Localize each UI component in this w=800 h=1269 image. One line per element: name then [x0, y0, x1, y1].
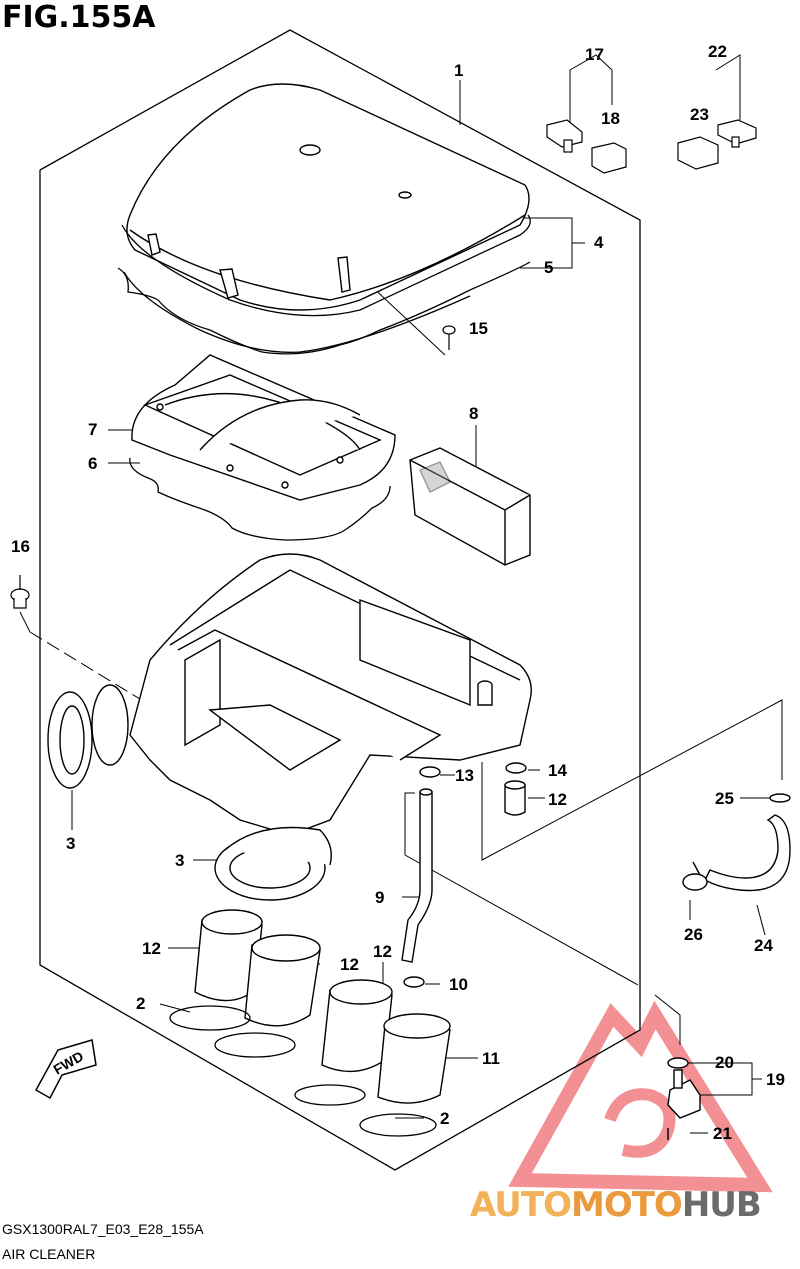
callout-12-c: 12	[373, 942, 392, 961]
callout-21: 21	[713, 1124, 732, 1143]
outlet-tubes	[194, 909, 451, 1104]
callout-11: 12	[548, 790, 567, 809]
callout-24: 24	[754, 936, 773, 955]
callout-12-a: 12	[142, 939, 161, 958]
figure-caption: AIR CLEANER	[2, 1246, 96, 1262]
element-seal	[129, 457, 391, 541]
hose-clamps	[169, 1005, 437, 1137]
element-frame	[131, 354, 396, 501]
callout-12-b: 12	[340, 955, 359, 974]
figure-title: FIG.155A	[2, 0, 156, 35]
callout-14: 14	[548, 761, 567, 780]
callout-2-right: 2	[440, 1109, 449, 1128]
callout-25: 25	[715, 789, 734, 808]
cover-seal	[117, 214, 531, 355]
callout-3-left: 3	[66, 834, 75, 853]
assembly-boundary	[39, 29, 641, 1171]
callout-3-bottom: 3	[175, 851, 184, 870]
screw-15	[442, 325, 456, 350]
callout-18: 18	[601, 109, 620, 128]
watermark-part-2: MOTO	[570, 1185, 683, 1225]
callout-15: 15	[469, 319, 488, 338]
filter-element	[409, 447, 531, 566]
watermark-logo-icon	[508, 1000, 773, 1193]
intake-rubber-left	[47, 684, 129, 789]
watermark-part-3: HUB	[681, 1185, 762, 1225]
reference-code: GSX1300RAL7_E03_E28_155A	[2, 1221, 204, 1237]
callout-8: 8	[469, 404, 478, 423]
bolt-16	[10, 575, 30, 609]
callout-7: 7	[88, 420, 97, 439]
callout-12-d: 11	[482, 1049, 500, 1068]
intake-rubber-bottom	[214, 826, 332, 901]
valve-assembly	[667, 1057, 701, 1140]
callout-23: 23	[690, 105, 709, 124]
air-cleaner-cover	[126, 83, 530, 311]
callout-6: 6	[88, 454, 97, 473]
callout-labels: 1 17 18 22 23 4 5 15 7 6 8 16 13 14 12 2…	[11, 42, 785, 1143]
callout-10: 9	[375, 888, 384, 907]
watermark-text: AUTOMOTOHUB	[470, 1185, 762, 1225]
air-cleaner-case	[129, 553, 532, 836]
callout-17: 17	[585, 45, 604, 64]
callout-26: 26	[684, 925, 703, 944]
callout-2-left: 2	[136, 994, 145, 1013]
callout-1: 1	[454, 61, 463, 80]
callout-13: 13	[455, 766, 474, 785]
callout-5: 5	[544, 258, 553, 277]
fwd-badge: FWD	[34, 1039, 97, 1100]
breather-hose	[682, 793, 791, 892]
callout-16: 16	[11, 537, 30, 556]
callout-19: 19	[766, 1070, 785, 1089]
drain-hose	[401, 762, 527, 988]
callout-4: 4	[594, 233, 604, 252]
callout-9: 10	[449, 975, 468, 994]
watermark-part-1: AUTO	[470, 1185, 572, 1225]
connectors	[546, 119, 757, 174]
callout-20: 20	[715, 1053, 734, 1072]
callout-22: 22	[708, 42, 727, 61]
